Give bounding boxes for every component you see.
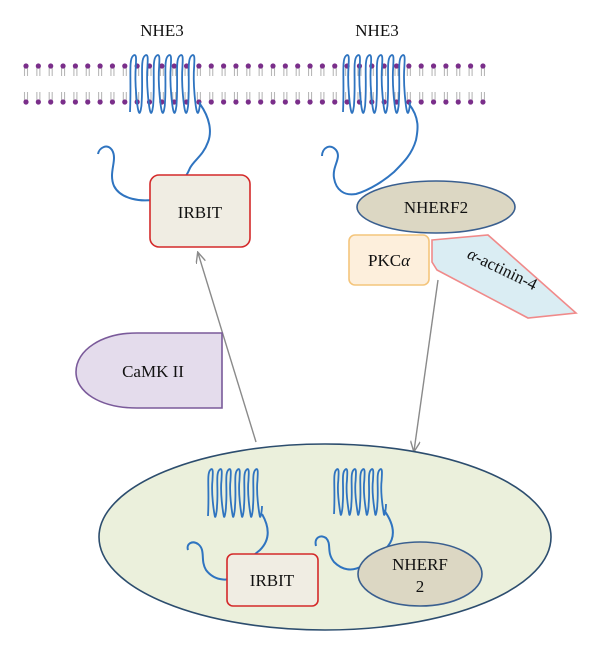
- lipid-head: [97, 99, 103, 105]
- transmembrane-helices: [333, 468, 387, 516]
- lipid-head: [23, 99, 29, 105]
- lipid-head: [307, 99, 313, 105]
- lipid-head: [221, 63, 227, 69]
- lipid-head: [295, 99, 301, 105]
- plasma-membrane: [23, 63, 486, 105]
- lipid-head: [245, 63, 251, 69]
- lipid-head: [468, 99, 474, 105]
- lipid-head: [85, 99, 91, 105]
- lipid-head: [307, 63, 313, 69]
- transmembrane-helices: [129, 54, 201, 114]
- lipid-head: [159, 63, 165, 69]
- irbit-top-label: IRBIT: [178, 203, 223, 222]
- lipid-head: [183, 63, 190, 69]
- lipid-head: [443, 63, 449, 69]
- lipid-head: [344, 99, 350, 105]
- lipid-head: [319, 63, 325, 69]
- lipid-head: [430, 63, 437, 69]
- lipid-head: [109, 63, 116, 69]
- nherf2-bottom-label-line2: 2: [416, 577, 425, 596]
- lipid-head: [233, 99, 239, 105]
- lipid-head: [85, 63, 91, 69]
- nhe3-right-transporter: [342, 54, 411, 114]
- lipid-head: [430, 99, 437, 105]
- lipid-head: [23, 63, 29, 69]
- pkc-alpha-label: PKCα: [368, 251, 411, 270]
- lipid-head: [332, 99, 338, 105]
- lipid-head: [282, 63, 288, 69]
- lipid-head: [270, 99, 276, 105]
- lipid-head: [480, 99, 486, 105]
- camk-ii-label: CaMK II: [122, 362, 184, 381]
- lipid-head: [208, 63, 214, 69]
- endocytosis-arrow: [414, 279, 439, 451]
- lipid-head: [406, 63, 412, 69]
- lipid-head: [443, 99, 449, 105]
- lipid-head: [245, 99, 251, 105]
- lipid-head: [72, 63, 78, 69]
- nherf2-top-ellipse: [356, 180, 516, 234]
- lipid-head: [282, 99, 288, 105]
- nhe3-vesicle-right-tail: [314, 509, 394, 571]
- lipid-head: [468, 63, 474, 69]
- lipid-head: [35, 99, 41, 105]
- lipid-head: [35, 63, 41, 69]
- exocytosis-arrow: [198, 253, 257, 443]
- lipid-head: [208, 99, 214, 105]
- lipid-head: [270, 63, 276, 69]
- nherf2-top-label: NHERF2: [404, 198, 468, 217]
- irbit-top-box: [149, 174, 251, 248]
- lipid-head: [48, 99, 54, 105]
- lipid-head: [60, 99, 66, 105]
- lipid-head: [48, 63, 54, 69]
- nhe3-left-transporter: [129, 54, 201, 114]
- nhe3-vesicle-right-transporter: [333, 468, 387, 516]
- nhe3-left-label: NHE3: [140, 21, 183, 40]
- lipid-head: [295, 63, 301, 69]
- lipid-head: [258, 99, 264, 105]
- pkc-prefix: PKC: [368, 251, 401, 270]
- lipid-head: [393, 63, 400, 69]
- transmembrane-helices: [342, 54, 411, 114]
- lipid-head: [171, 63, 177, 69]
- nherf2-bottom-label-line1: NHERF: [392, 555, 448, 574]
- lipid-head: [97, 63, 103, 69]
- irbit-bottom-box: [226, 553, 319, 607]
- irbit-bottom-label: IRBIT: [250, 571, 295, 590]
- lipid-head: [122, 99, 128, 105]
- transmembrane-helices: [207, 468, 263, 518]
- lipid-head: [109, 99, 116, 105]
- lipid-head: [319, 99, 325, 105]
- lipid-head: [233, 63, 239, 69]
- lipid-head: [221, 99, 227, 105]
- pkc-greek: α: [401, 251, 411, 270]
- lipid-head: [60, 63, 66, 69]
- lipid-head: [122, 63, 128, 69]
- lipid-head: [455, 63, 461, 69]
- nhe3-vesicle-left-transporter: [207, 468, 263, 518]
- lipid-head: [455, 99, 461, 105]
- lipid-head: [72, 99, 78, 105]
- lipid-head: [332, 63, 338, 69]
- nhe3-right-c-terminal-tail: [321, 103, 419, 196]
- lipid-head: [480, 63, 486, 69]
- lipid-head: [258, 63, 264, 69]
- nherf2-bottom-ellipse: [357, 541, 483, 607]
- camk-ii-shape: [75, 332, 223, 409]
- alpha-actinin-4-shape: [431, 234, 578, 319]
- nhe3-vesicle-left-tail: [186, 513, 269, 581]
- nhe3-right-label: NHE3: [355, 21, 398, 40]
- pkc-alpha-box: [348, 234, 430, 286]
- lipid-head: [196, 63, 202, 69]
- lipid-head: [418, 63, 424, 69]
- lipid-head: [418, 99, 424, 105]
